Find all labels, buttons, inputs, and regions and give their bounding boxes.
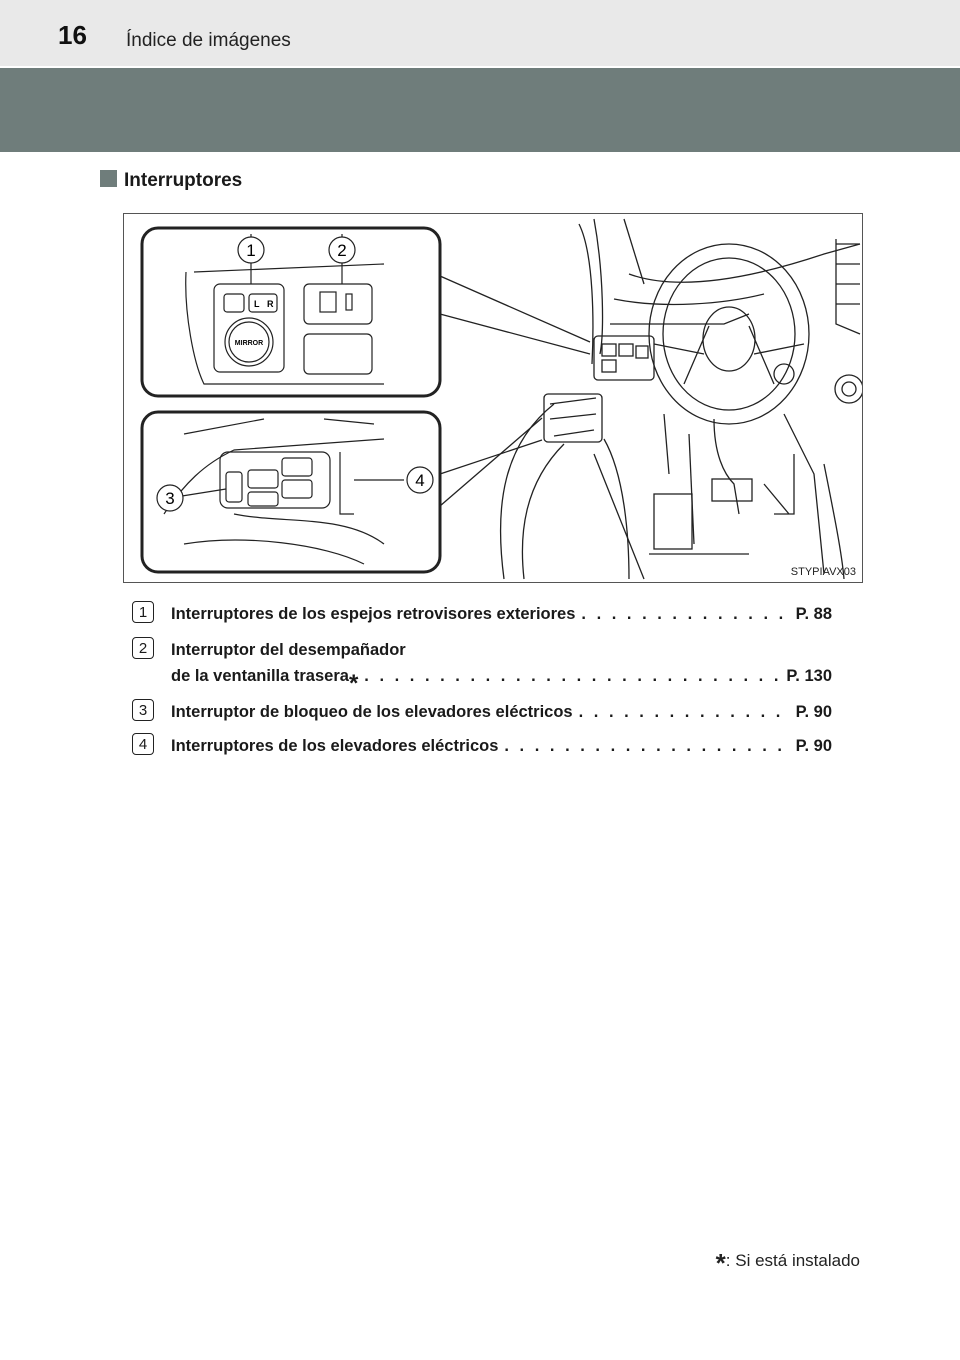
footnote: *: Si está instalado [716, 1248, 860, 1279]
list-item: 4 Interruptores de los elevadores eléctr… [132, 733, 832, 767]
page-reference-link[interactable]: P. 88 [795, 605, 832, 623]
reference-list: 1 Interruptores de los espejos retroviso… [132, 601, 832, 767]
header-band [0, 68, 960, 152]
page-number: 16 [58, 20, 87, 50]
header-bar: 16 Índice de imágenes [0, 0, 960, 66]
mirror-right-label: R [267, 299, 274, 309]
mirror-left-label: L [254, 299, 260, 309]
page-reference-link[interactable]: P. 90 [795, 737, 832, 755]
page-reference-link[interactable]: P. 130 [786, 667, 832, 685]
callout-circle [328, 236, 356, 264]
item-number-badge: 2 [132, 637, 154, 659]
list-item: 3 Interruptor de bloqueo de los elevador… [132, 699, 832, 733]
item-number-badge: 1 [132, 601, 154, 623]
header-title: Índice de imágenes [126, 30, 291, 51]
callout-2: 2 [337, 241, 346, 260]
callout-4: 4 [415, 471, 424, 490]
footnote-star-marker: * [348, 670, 359, 697]
item-text: Interruptores de los elevadores eléctric… [171, 737, 499, 755]
footnote-text: : Si está instalado [725, 1251, 860, 1270]
item-text: de la ventanilla trasera [171, 667, 349, 685]
figure-code: STYPIAVX03 [790, 566, 856, 578]
callout-3: 3 [165, 489, 174, 508]
callout-1: 1 [246, 241, 255, 260]
switches-figure: L R MIRROR 1 2 3 4 [123, 213, 863, 583]
item-text: Interruptores de los espejos retrovisore… [171, 605, 576, 623]
list-item: 1 Interruptores de los espejos retroviso… [132, 601, 832, 637]
page-reference-link[interactable]: P. 90 [795, 703, 832, 721]
item-number-badge: 3 [132, 699, 154, 721]
item-text: Interruptor del desempañador [171, 641, 406, 659]
list-item: 2 Interruptor del desempañador de la ven… [132, 637, 832, 699]
footnote-star: * [715, 1248, 726, 1278]
item-number-badge: 4 [132, 733, 154, 755]
mirror-label: MIRROR [235, 340, 263, 347]
section-title: Interruptores [124, 170, 243, 191]
item-text: Interruptor de bloqueo de los elevadores… [171, 703, 573, 721]
section-marker-icon [100, 170, 117, 187]
callout-circle [237, 236, 265, 264]
dashboard-illustration: L R MIRROR 1 2 3 4 [140, 218, 862, 580]
